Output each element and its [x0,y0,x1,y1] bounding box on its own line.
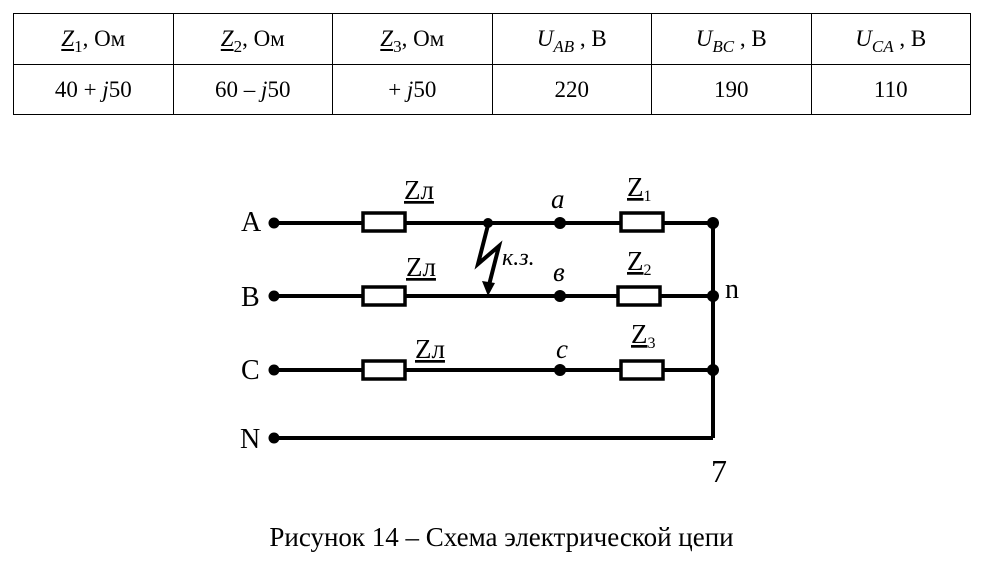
node-n-c [707,364,719,376]
line-impedance-label-a: Zл [404,175,434,205]
value-z2: 60 – j50 [172,64,333,115]
phase-label-n: N [240,424,260,455]
load-resistor-z2 [616,285,662,307]
line-impedance-label-b: Zл [406,252,436,282]
load-label-z2: Z2 [627,246,652,279]
node-n-a [707,217,719,229]
line-resistor-a [361,211,407,233]
short-circuit-arrowhead [482,281,495,296]
node-n-b [707,290,719,302]
value-uab: 220 [491,64,652,115]
terminal-b [268,290,280,302]
terminal-c [268,364,280,376]
short-circuit-arrow [474,224,503,290]
header-z1: Z1, Ом [13,13,174,65]
table-value-row: 40 + j50 60 – j50 + j50 220 190 110 [13,64,971,115]
node-label-b: в [553,257,565,287]
fault-node [483,218,493,228]
node-label-c: c [556,334,568,364]
variant-number: 7 [711,453,727,489]
parameters-table: Z1, Ом Z2, Ом Z3, Ом UAB , В UBC , В UCA… [13,13,971,115]
terminal-a [268,217,280,229]
load-label-z1: Z1 [627,172,652,205]
value-ubc: 190 [651,64,812,115]
value-uca: 110 [810,64,971,115]
node-b [554,290,566,302]
node-a [554,217,566,229]
header-ubc: UBC , В [651,13,812,65]
load-resistor-z1 [619,211,665,233]
header-z3: Z3, Ом [332,13,493,65]
node-label-a: a [551,184,565,214]
fault-label: к.з. [502,245,535,271]
load-label-z3: Z3 [631,319,656,352]
line-resistor-b [361,285,407,307]
node-c [554,364,566,376]
line-resistor-c [361,359,407,381]
load-resistor-z3 [619,359,665,381]
header-uca: UCA , В [810,13,971,65]
phase-label-a: A [241,207,262,238]
value-z3: + j50 [332,64,493,115]
phase-label-b: B [241,282,260,313]
figure-caption: Рисунок 14 – Схема электрической цепи [269,522,734,552]
terminal-n [268,432,280,444]
value-z1: 40 + j50 [13,64,174,115]
phase-label-c: C [241,355,260,386]
line-impedance-label-c: Zл [415,334,445,364]
table-header-row: Z1, Ом Z2, Ом Z3, Ом UAB , В UBC , В UCA… [13,13,971,65]
neutral-point-label: n [725,274,739,305]
